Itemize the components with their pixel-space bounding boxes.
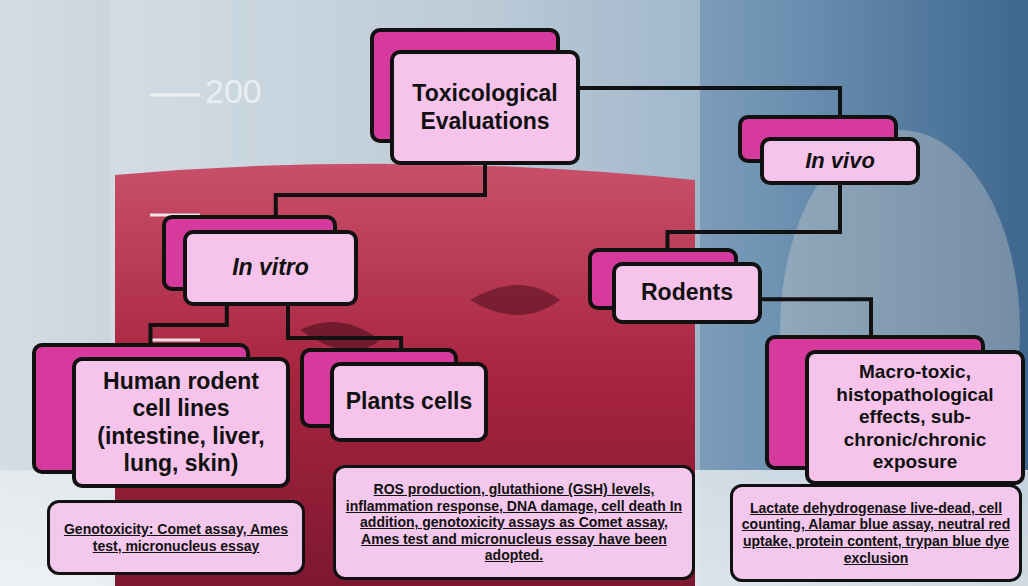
text-holder: Rodents <box>641 279 733 306</box>
text-holder: In vivo <box>805 148 875 174</box>
stacked-box: Macro-toxic, histopathological effects, … <box>805 350 1025 485</box>
box-text: Genotoxicity: Comet assay, Ames test, mi… <box>58 521 294 554</box>
box-text: ROS production, glutathione (GSH) levels… <box>344 481 684 564</box>
box-face: ROS production, glutathione (GSH) levels… <box>333 465 695 580</box>
text-holder: Human rodent cell lines (intestine, live… <box>84 368 278 477</box>
scale-number: 200 <box>205 72 262 111</box>
box-text: Human rodent cell lines (intestine, live… <box>84 368 278 477</box>
box-text: In vitro <box>232 254 309 281</box>
box-face: Genotoxicity: Comet assay, Ames test, mi… <box>47 500 305 575</box>
box-text: Plants cells <box>346 388 473 415</box>
text-holder: ROS production, glutathione (GSH) levels… <box>344 481 684 564</box>
box-text: In vivo <box>805 148 875 174</box>
text-holder: Macro-toxic, histopathological effects, … <box>817 361 1013 473</box>
box-face: In vivo <box>760 137 920 185</box>
note-box: Lactate dehydrogenase live-dead, cell co… <box>730 484 1022 582</box>
box-text: Rodents <box>641 279 733 306</box>
stacked-box: In vitro <box>183 230 358 306</box>
text-holder: Toxicological Evaluations <box>402 80 568 134</box>
text-holder: Genotoxicity: Comet assay, Ames test, mi… <box>58 521 294 554</box>
box-text: Toxicological Evaluations <box>402 80 568 134</box>
box-face: Lactate dehydrogenase live-dead, cell co… <box>730 484 1022 582</box>
text-holder: In vitro <box>232 254 309 281</box>
box-face: In vitro <box>183 230 358 306</box>
box-text: Macro-toxic, histopathological effects, … <box>817 361 1013 473</box>
stacked-box: In vivo <box>760 137 920 185</box>
box-face: Plants cells <box>330 362 488 442</box>
box-face: Toxicological Evaluations <box>390 50 580 165</box>
stacked-box: Human rodent cell lines (intestine, live… <box>72 357 290 488</box>
box-face: Macro-toxic, histopathological effects, … <box>805 350 1025 485</box>
stacked-box: Plants cells <box>330 362 488 442</box>
stacked-box: Rodents <box>612 262 762 324</box>
box-face: Human rodent cell lines (intestine, live… <box>72 357 290 488</box>
box-face: Rodents <box>612 262 762 324</box>
note-box: Genotoxicity: Comet assay, Ames test, mi… <box>47 500 305 575</box>
text-holder: Lactate dehydrogenase live-dead, cell co… <box>741 500 1011 566</box>
text-holder: Plants cells <box>346 388 473 415</box>
box-text: Lactate dehydrogenase live-dead, cell co… <box>741 500 1011 566</box>
stacked-box: Toxicological Evaluations <box>390 50 580 165</box>
note-box: ROS production, glutathione (GSH) levels… <box>333 465 695 580</box>
